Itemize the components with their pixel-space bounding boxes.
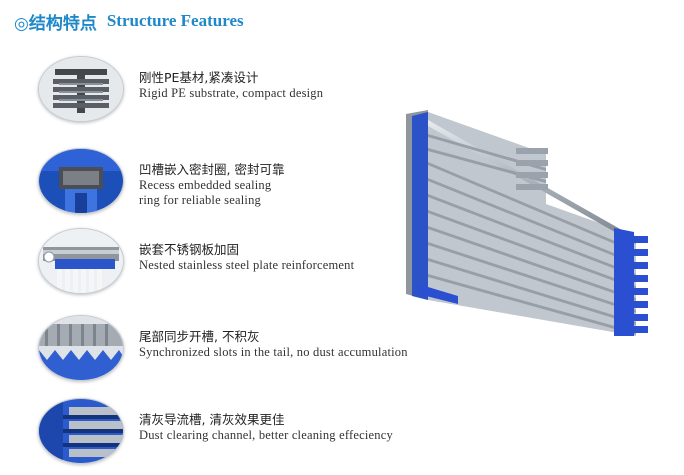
pe-substrate-icon	[38, 56, 124, 122]
feature-title-cn: 凹槽嵌入密封圈, 密封可靠	[139, 162, 285, 177]
header-title-cn: ◎结构特点	[14, 13, 97, 34]
feature-title-cn: 刚性PE基材,紧凑设计	[139, 70, 259, 85]
tail-slots-icon	[38, 315, 124, 381]
feature-title-en: Nested stainless steel plate reinforceme…	[139, 258, 355, 272]
bellows-product-image	[398, 104, 666, 336]
steel-plate-icon	[38, 228, 124, 294]
feature-title-cn: 清灰导流槽, 清灰效果更佳	[139, 412, 285, 427]
sealing-ring-icon	[38, 148, 124, 214]
feature-title-en: Recess embedded sealing ring for reliabl…	[139, 178, 272, 207]
section-header: ◎结构特点 Structure Features	[14, 6, 244, 36]
feature-title-en: Synchronized slots in the tail, no dust …	[139, 345, 408, 359]
feature-title-en: Dust clearing channel, better cleaning e…	[139, 428, 393, 442]
header-title-en: Structure Features	[106, 11, 244, 30]
feature-title-cn: 尾部同步开槽, 不积灰	[139, 329, 260, 344]
feature-title-cn: 嵌套不锈钢板加固	[139, 242, 240, 257]
dust-channel-icon	[38, 398, 124, 464]
feature-title-en: Rigid PE substrate, compact design	[139, 86, 324, 100]
